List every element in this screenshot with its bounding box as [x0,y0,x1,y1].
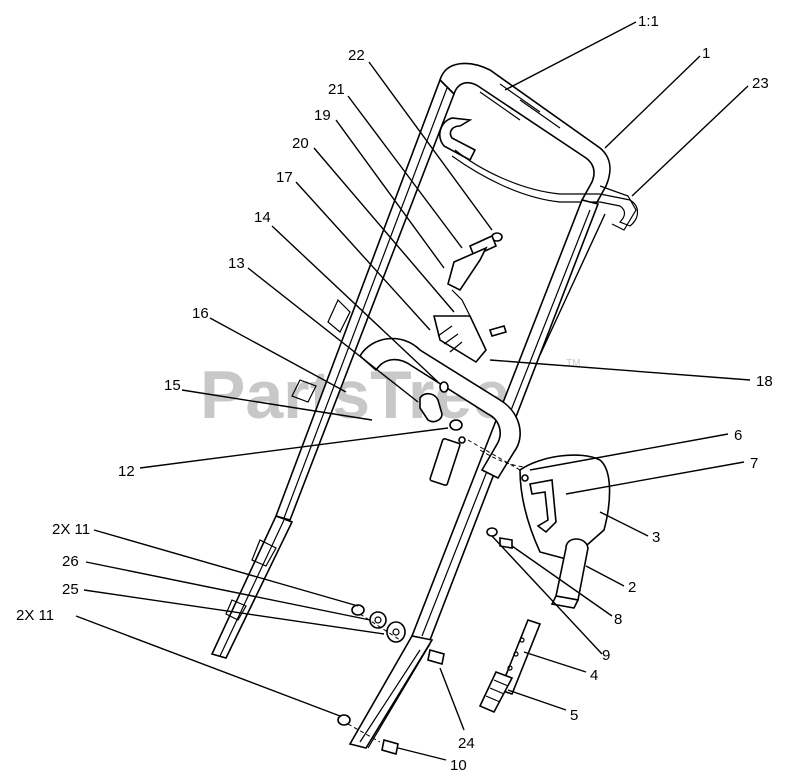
deflector-cover [519,454,611,561]
knob-and-washer [419,381,466,444]
callout-22: 22 [348,47,365,64]
upper-handle [439,62,639,231]
watermark-trademark: TM [566,358,580,369]
callout-8: 8 [614,611,622,628]
callout-10: 10 [450,757,467,774]
callout-2: 2 [628,579,636,596]
callout-25: 25 [62,581,79,598]
callout-2x11-b: 2X 11 [16,607,54,624]
callout-18: 18 [756,373,773,390]
callout-23: 23 [752,75,769,92]
callout-16: 16 [192,305,209,322]
callout-4: 4 [590,667,598,684]
callout-24: 24 [458,735,475,752]
callout-20: 20 [292,135,309,152]
lower-brace [358,337,541,486]
callout-15: 15 [164,377,181,394]
gas-spring [478,538,589,714]
callout-1: 1 [702,45,710,62]
callout-19: 19 [314,107,331,124]
callout-2x11-a: 2X 11 [52,521,90,538]
callout-21: 21 [328,81,345,98]
height-adjuster [432,232,508,364]
callout-14: 14 [254,209,271,226]
bracket-hardware [486,474,529,549]
callout-6: 6 [734,427,742,444]
callout-labels: 1:1 1 23 22 21 19 20 17 14 13 16 15 18 6… [16,13,773,774]
callout-9: 9 [602,647,610,664]
callout-5: 5 [570,707,578,724]
callout-13: 13 [228,255,245,272]
leader-lines [75,21,751,761]
callout-1-1: 1:1 [638,13,659,30]
callout-12: 12 [118,463,135,480]
callout-3: 3 [652,529,660,546]
callout-7: 7 [750,455,758,472]
callout-26: 26 [62,553,79,570]
callout-17: 17 [276,169,293,186]
wheel-hardware [337,604,445,756]
left-handle-rail [210,78,455,659]
